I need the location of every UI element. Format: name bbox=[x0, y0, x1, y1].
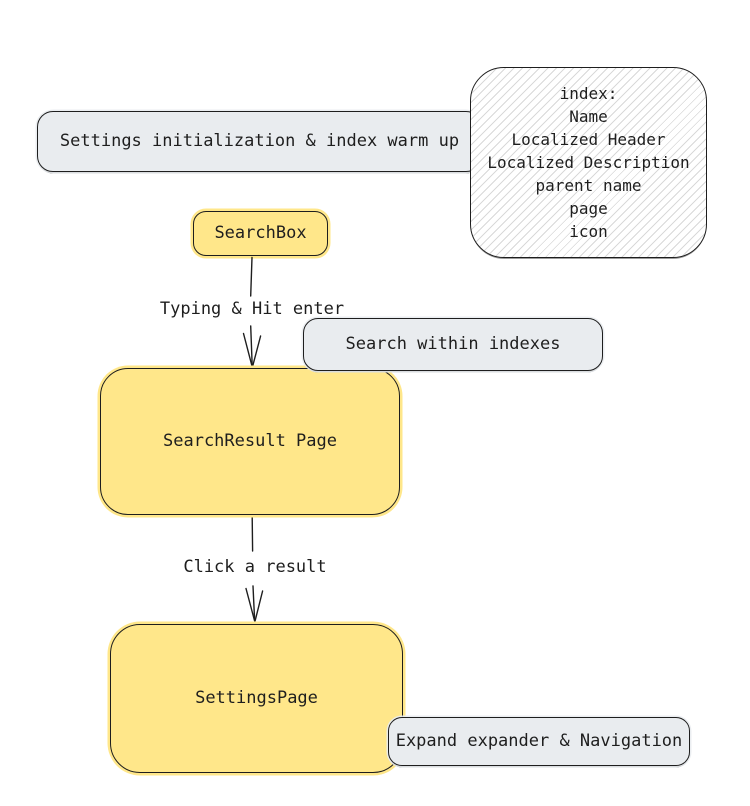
searchresult-node: SearchResult Page bbox=[100, 368, 400, 515]
index-fields-note: index: Name Localized Header Localized D… bbox=[470, 67, 707, 258]
click-arrow-label: Click a result bbox=[183, 557, 327, 577]
settingspage-node: SettingsPage bbox=[110, 624, 403, 773]
typing-arrow-label: Typing & Hit enter bbox=[159, 299, 345, 319]
index-note-field: Localized Description bbox=[487, 153, 690, 172]
index-note-field: page bbox=[569, 199, 608, 218]
searchresult-label: SearchResult Page bbox=[163, 430, 337, 451]
settings-init-node: Settings initialization & index warm up bbox=[37, 111, 482, 172]
index-note-field: Localized Header bbox=[511, 130, 666, 149]
index-note-field: icon bbox=[569, 222, 608, 241]
index-note-field: parent name bbox=[535, 176, 642, 195]
expand-navigation-node: Expand expander & Navigation bbox=[388, 717, 690, 766]
expand-navigation-label: Expand expander & Navigation bbox=[395, 730, 683, 751]
searchbox-label: SearchBox bbox=[214, 222, 307, 243]
settingspage-label: SettingsPage bbox=[195, 687, 318, 708]
index-note-title: index: bbox=[559, 84, 618, 103]
index-note-field: Name bbox=[569, 107, 608, 126]
settings-init-label: Settings initialization & index warm up bbox=[59, 130, 460, 151]
search-within-label: Search within indexes bbox=[345, 333, 561, 354]
search-within-node: Search within indexes bbox=[303, 318, 603, 371]
searchbox-node: SearchBox bbox=[193, 211, 328, 256]
